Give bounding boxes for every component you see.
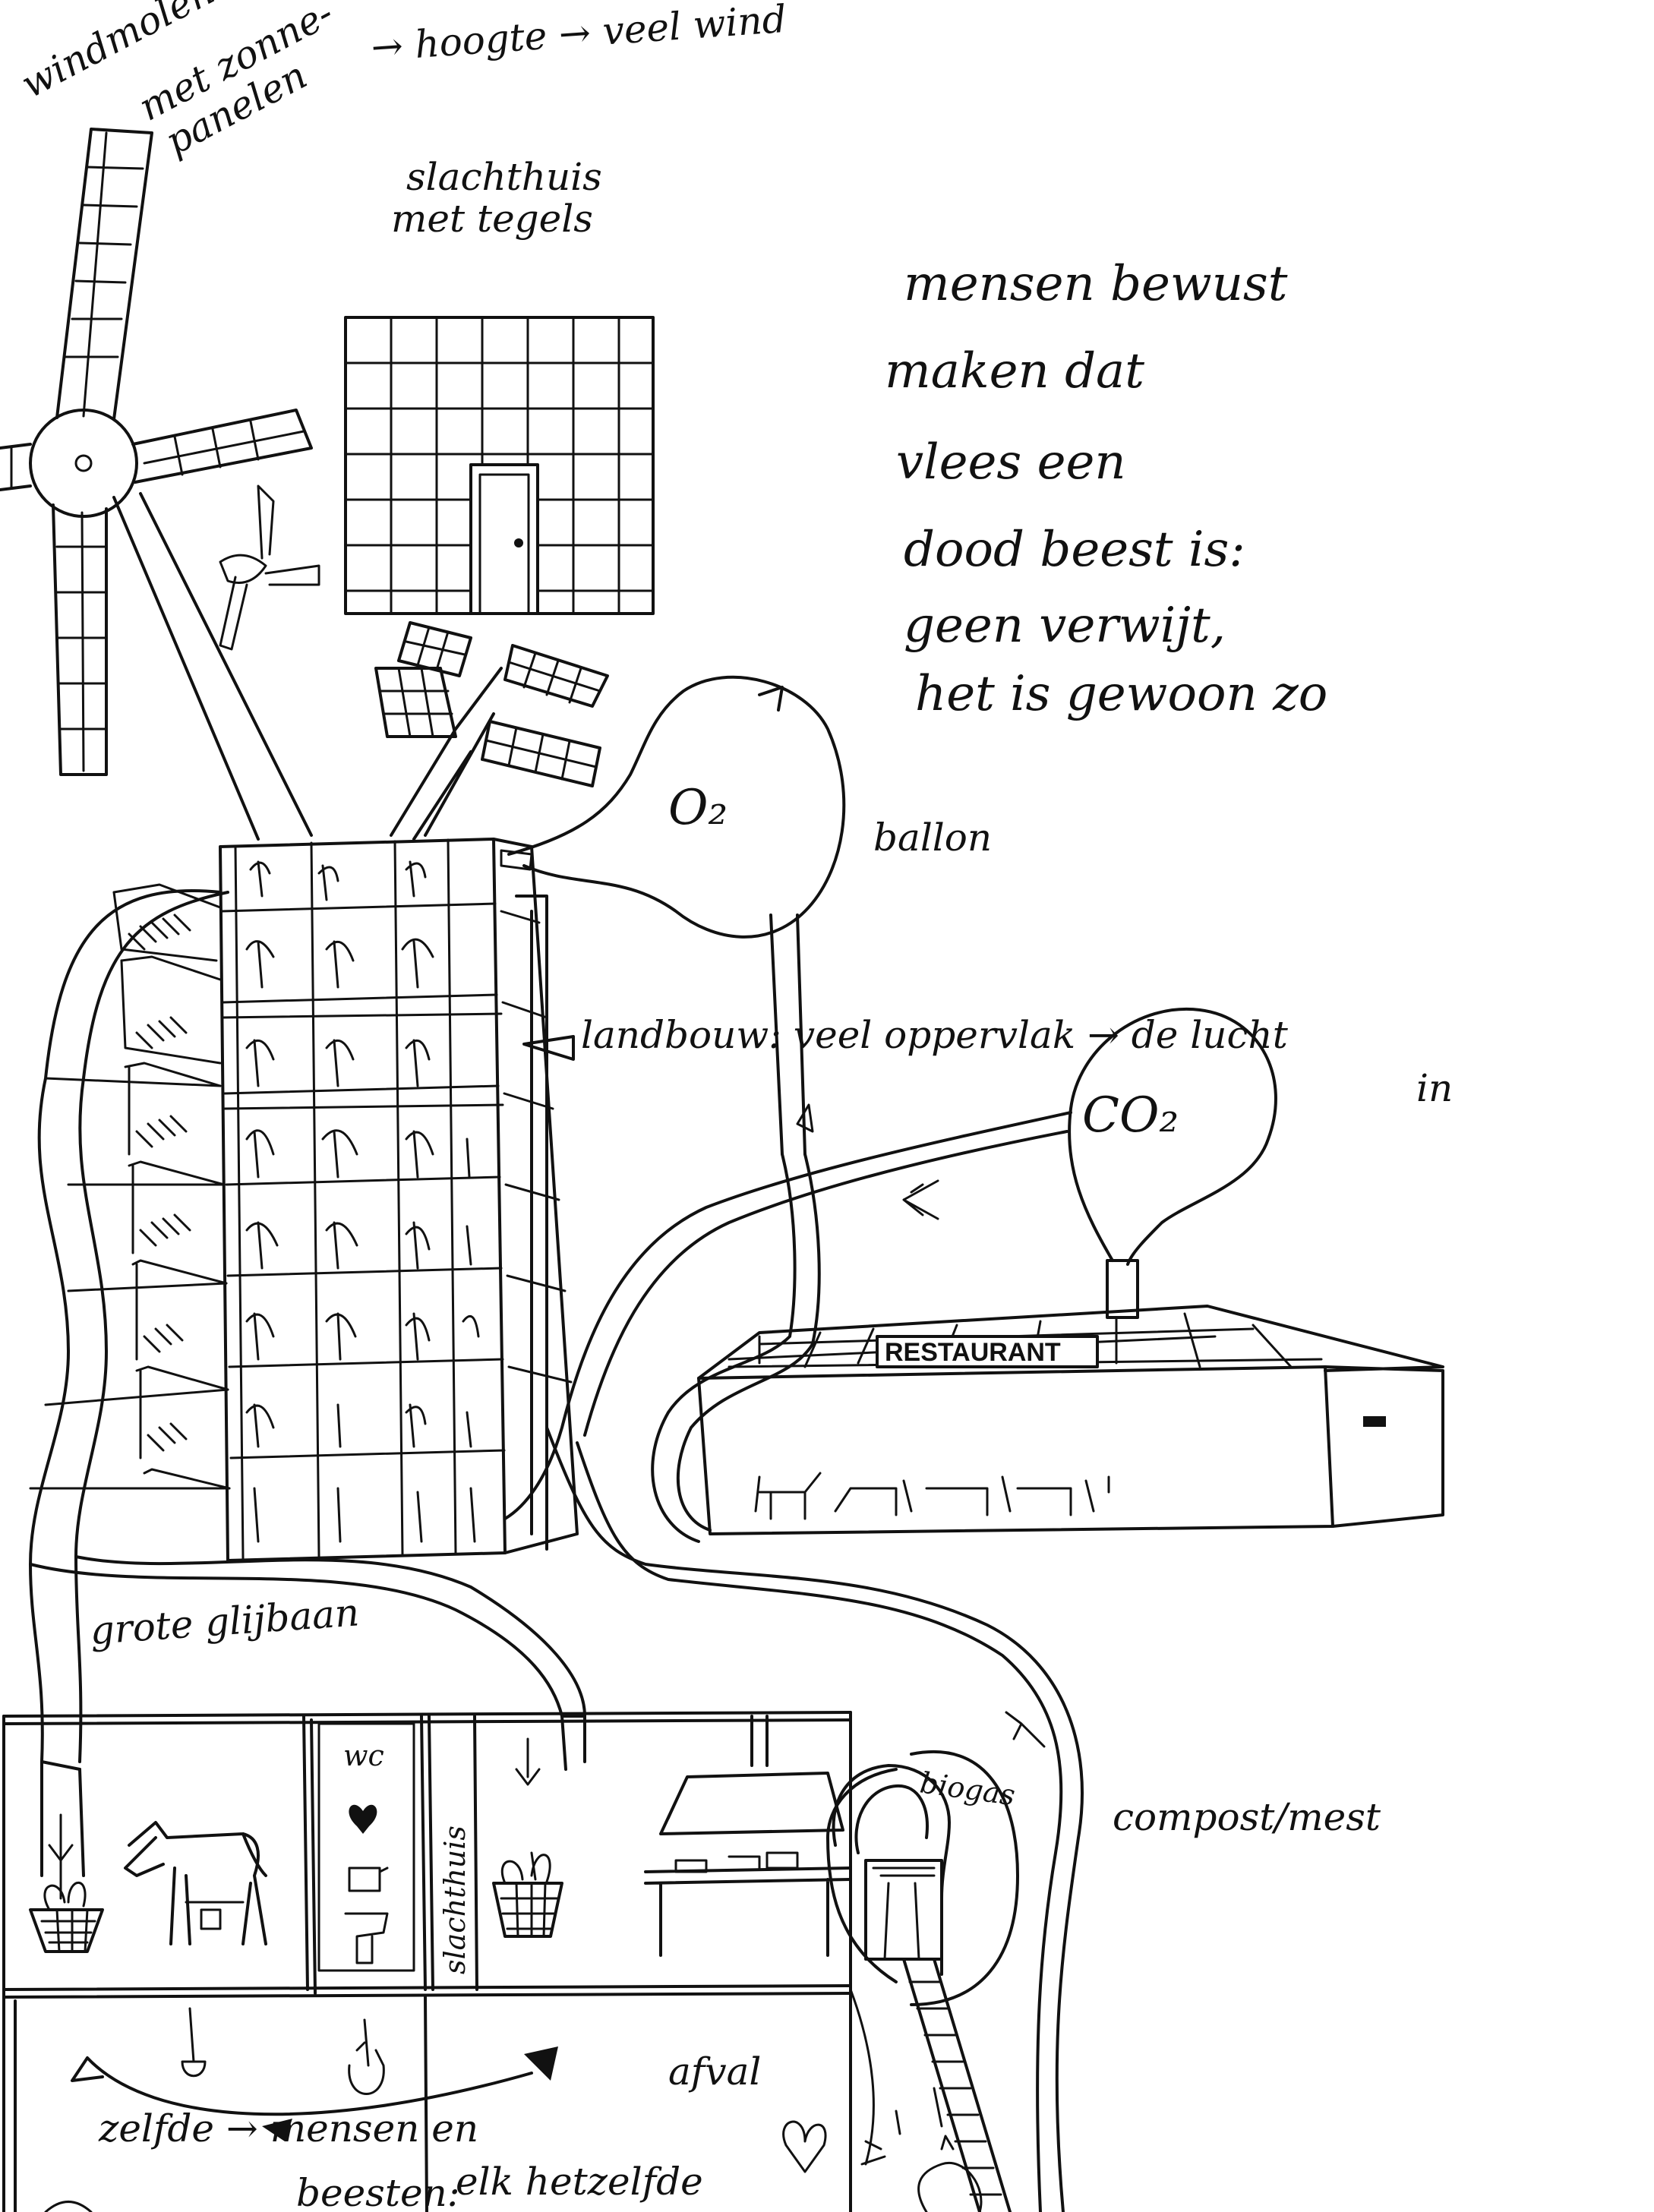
windmill [0,128,320,841]
vertical-farm-tower [112,838,579,1562]
label-same-1: zelfde → mensen en [98,2106,478,2150]
compost-pipe [545,1153,1084,2212]
restaurant [697,1305,1444,1535]
label-balloon: ballon [873,816,992,860]
message-line-4: dood beest is: [904,522,1245,578]
restaurant-sign [876,1335,1099,1368]
solar-panel-cluster [374,621,609,841]
message-line-3: vlees een [896,434,1126,491]
label-o2: O₂ [668,780,728,836]
label-height-wind: → hoogte → veel wind [370,0,788,70]
tower-plants [245,860,480,1543]
basement-waste [14,1996,983,2212]
label-compost: compost/mest [1113,1795,1381,1839]
label-same-2b: elk hetzelfde [456,2160,703,2204]
label-same-2a: beesten: [296,2171,460,2212]
co2-balloon [503,1007,1277,1520]
kitchen-hood [659,1715,844,1835]
label-waste: afval [668,2049,761,2094]
farming-arrow [522,1035,575,1061]
big-slide [29,889,586,1771]
toilet [344,1866,389,1964]
message-line-2: maken dat [885,343,1144,399]
ground-floor [2,1711,1012,2212]
label-co2: CO₂ [1082,1087,1179,1144]
o2-balloon [500,675,846,1551]
label-slaughterhouse-side: slachthuis [438,1825,472,1974]
label-farming-2: in [1416,1066,1453,1110]
label-biogas: biogas [918,1765,1018,1812]
restaurant-sign-text: RESTAURANT [885,1338,1061,1367]
label-wc: wc [343,1739,384,1772]
label-slaughterhouse-top-1: slachthuis [406,155,602,199]
biogas-tank [832,1764,951,1976]
message-line-6: het is gewoon zo [915,666,1327,722]
message-line-5: geen verwijt, [904,598,1226,654]
label-slaughterhouse-top-2: met tegels [391,197,593,241]
cow [124,1821,267,1945]
label-farming-1: landbouw: veel oppervlak → de lucht [581,1013,1289,1057]
slaughterhouse-tiled [344,316,655,615]
message-line-1: mensen bewust [904,256,1288,312]
label-slide: grote glijbaan [89,1590,361,1653]
kitchen-counter [644,1866,852,1957]
